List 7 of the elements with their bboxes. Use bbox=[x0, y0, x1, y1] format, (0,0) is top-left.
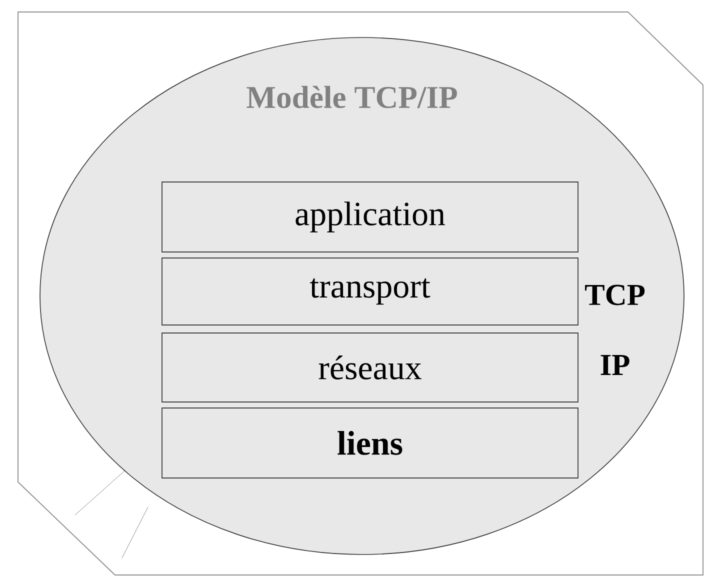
layer-box: transport bbox=[162, 258, 578, 326]
title: Modèle TCP/IP bbox=[246, 86, 457, 108]
layer-box: application bbox=[162, 182, 578, 252]
layer-box: réseaux bbox=[162, 332, 578, 402]
protocol-label: IP bbox=[600, 355, 630, 375]
protocol-label: TCP bbox=[585, 284, 645, 306]
layer-box: liens bbox=[162, 408, 578, 478]
